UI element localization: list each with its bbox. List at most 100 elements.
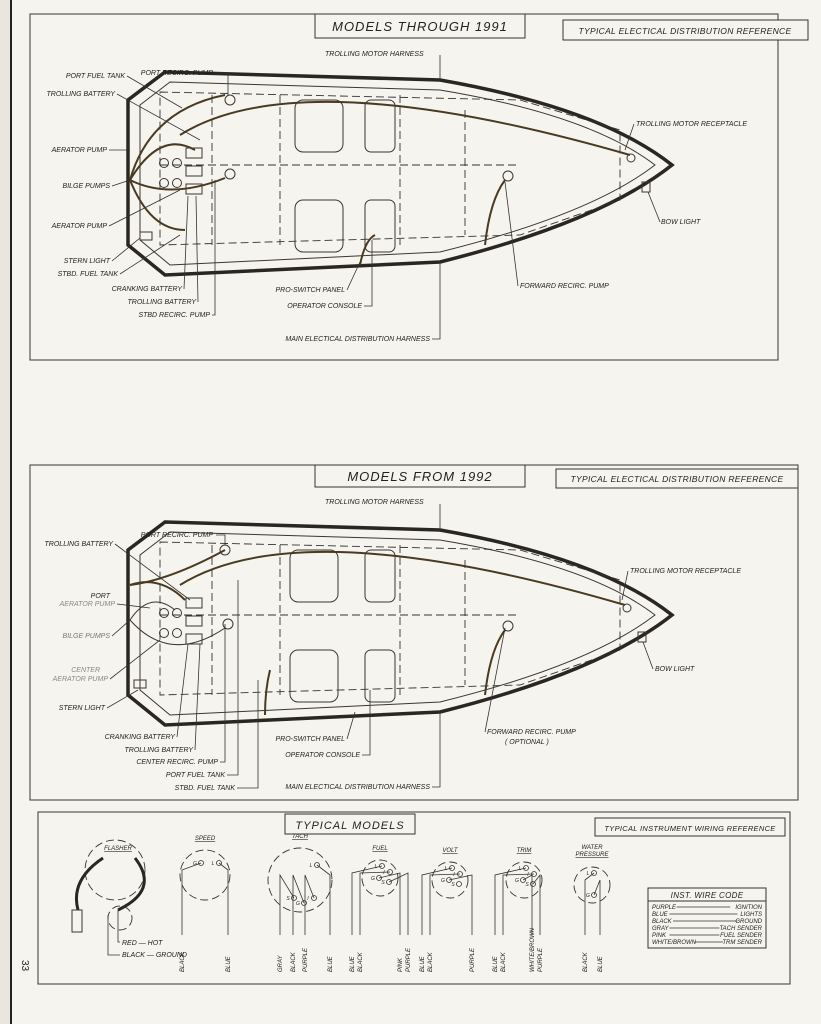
gauge-name: TRIM xyxy=(517,848,532,854)
label-optional: ( OPTIONAL ) xyxy=(505,739,549,746)
wire-color-label: BLUE xyxy=(226,955,232,972)
label-stern-light: STERN LIGHT xyxy=(59,705,106,712)
wire-color-label: BLACK xyxy=(428,951,434,972)
gauge-name: FLASHER xyxy=(104,846,132,852)
terminal-icon xyxy=(376,875,382,881)
label-aerator-pump: AERATOR PUMP xyxy=(51,147,108,154)
wire-code-use: FUEL SENDER xyxy=(720,933,763,939)
label-trolling-battery: TROLLING BATTERY xyxy=(47,91,117,98)
label-bilge-pumps: BILGE PUMPS xyxy=(63,183,111,190)
wire-color-label: BLACK xyxy=(358,951,364,972)
label-stbd-fuel-tank: STBD. FUEL TANK xyxy=(58,271,119,278)
label-pro-switch-panel: PRO-SWITCH PANEL xyxy=(276,736,346,743)
diagram-models-from-1992: MODELS FROM 1992 TYPICAL ELECTICAL DISTR… xyxy=(29,464,799,801)
terminal-icon xyxy=(456,881,462,887)
label-operator-console: OPERATOR CONSOLE xyxy=(285,752,360,759)
flasher-red-hot: RED — HOT xyxy=(122,940,163,947)
label-center-recirc-pump: CENTER RECIRC. PUMP xyxy=(136,759,218,766)
wire-code-color: GRAY xyxy=(652,926,670,932)
wire-line xyxy=(218,862,229,935)
terminal-label: I xyxy=(307,896,309,902)
terminal-icon xyxy=(198,860,204,866)
terminal-label: S xyxy=(451,882,455,888)
wire-color-label: PURPLE xyxy=(303,947,309,972)
boat-hull xyxy=(126,520,675,727)
terminal-icon xyxy=(311,895,317,901)
label-main-harness: MAIN ELECTICAL DISTRIBUTION HARNESS xyxy=(285,336,430,343)
label-stbd-fuel-tank: STBD. FUEL TANK xyxy=(175,785,236,792)
gauge-outline xyxy=(431,861,469,899)
terminal-icon xyxy=(301,900,307,906)
terminal-label: S xyxy=(286,896,290,902)
terminal-icon xyxy=(523,865,529,871)
terminal-label: I xyxy=(527,872,529,878)
gauge-outline xyxy=(573,866,611,904)
label-main-harness: MAIN ELECTICAL DISTRIBUTION HARNESS xyxy=(285,784,430,791)
terminal-icon xyxy=(591,892,597,898)
wire-color-label: PINK xyxy=(398,957,404,972)
panel-title: TYPICAL MODELS xyxy=(295,820,404,832)
terminal-label: G xyxy=(193,861,197,867)
wire-code-use: LIGHTS xyxy=(740,912,762,918)
diagram-title: MODELS THROUGH 1991 xyxy=(332,19,508,34)
wire-line xyxy=(304,874,315,935)
wire-code-color: PINK xyxy=(652,933,667,939)
wire-line xyxy=(532,873,541,935)
wire-line xyxy=(279,873,295,935)
wire-code-use: TACH SENDER xyxy=(719,926,762,932)
terminal-label: L xyxy=(587,871,590,877)
terminal-label: G xyxy=(441,878,445,884)
label-port-recirc-pump: PORT RECIRC. PUMP xyxy=(141,532,214,539)
wire-line xyxy=(316,864,331,935)
gauge-name: TACH xyxy=(292,834,309,840)
flasher-black-ground: BLACK — GROUND xyxy=(122,952,187,959)
gauge-outline xyxy=(179,849,231,901)
label-port-aerator-pump: PORT xyxy=(91,593,111,600)
wire-code-use: GROUND xyxy=(735,919,762,925)
wire-line xyxy=(292,874,305,935)
wire-line xyxy=(448,874,473,935)
terminal-icon xyxy=(520,877,526,883)
label-pro-switch-panel: PRO-SWITCH PANEL xyxy=(276,287,346,294)
gauge-outline xyxy=(267,847,333,913)
label-operator-console: OPERATOR CONSOLE xyxy=(287,303,362,310)
label-cranking-battery: CRANKING BATTERY xyxy=(112,286,184,293)
label-trolling-battery: TROLLING BATTERY xyxy=(125,747,195,754)
wire-color-label: BLACK xyxy=(180,951,186,972)
label-center-aerator-pump: CENTER xyxy=(71,667,100,674)
wire-code-title: INST. WIRE CODE xyxy=(671,891,744,900)
label-forward-recirc-pump: FORWARD RECIRC. PUMP xyxy=(487,729,576,736)
wire-color-label: PURPLE xyxy=(470,947,476,972)
label-bow-light: BOW LIGHT xyxy=(655,666,695,673)
reference-title: TYPICAL ELECTICAL DISTRIBUTION REFERENCE xyxy=(571,474,784,484)
label-trolling-motor-receptacle: TROLLING MOTOR RECEPTACLE xyxy=(636,121,747,128)
boat-hull xyxy=(126,70,675,277)
label-port-fuel-tank: PORT FUEL TANK xyxy=(66,73,125,80)
label-aerator-pump: AERATOR PUMP xyxy=(51,223,108,230)
wire-line xyxy=(421,867,453,935)
reference-box xyxy=(555,468,799,489)
wire-line xyxy=(359,871,391,935)
title-box xyxy=(284,813,416,835)
label-trolling-motor-receptacle: TROLLING MOTOR RECEPTACLE xyxy=(630,568,741,575)
wire-color-label: BLACK xyxy=(501,951,507,972)
label-trolling-motor-harness: TROLLING MOTOR HARNESS xyxy=(325,51,424,58)
wire-code-color: PURPLE xyxy=(652,905,677,911)
label-trolling-motor-harness: TROLLING MOTOR HARNESS xyxy=(325,499,424,506)
wire-code-color: BLUE xyxy=(652,912,669,918)
terminal-label: I xyxy=(453,872,455,878)
terminal-icon xyxy=(449,865,455,871)
gauge-name: PRESSURE xyxy=(575,852,609,858)
diagram-models-through-1991: MODELS THROUGH 1991 TYPICAL ELECTICAL DI… xyxy=(29,13,809,361)
terminal-label: G xyxy=(515,878,519,884)
gauge-name: SPEED xyxy=(195,836,216,842)
gauge-name: FUEL xyxy=(372,846,387,852)
wire-line xyxy=(378,872,401,935)
terminal-icon xyxy=(446,877,452,883)
wire-color-label: WHITE/BROWN xyxy=(530,927,536,972)
